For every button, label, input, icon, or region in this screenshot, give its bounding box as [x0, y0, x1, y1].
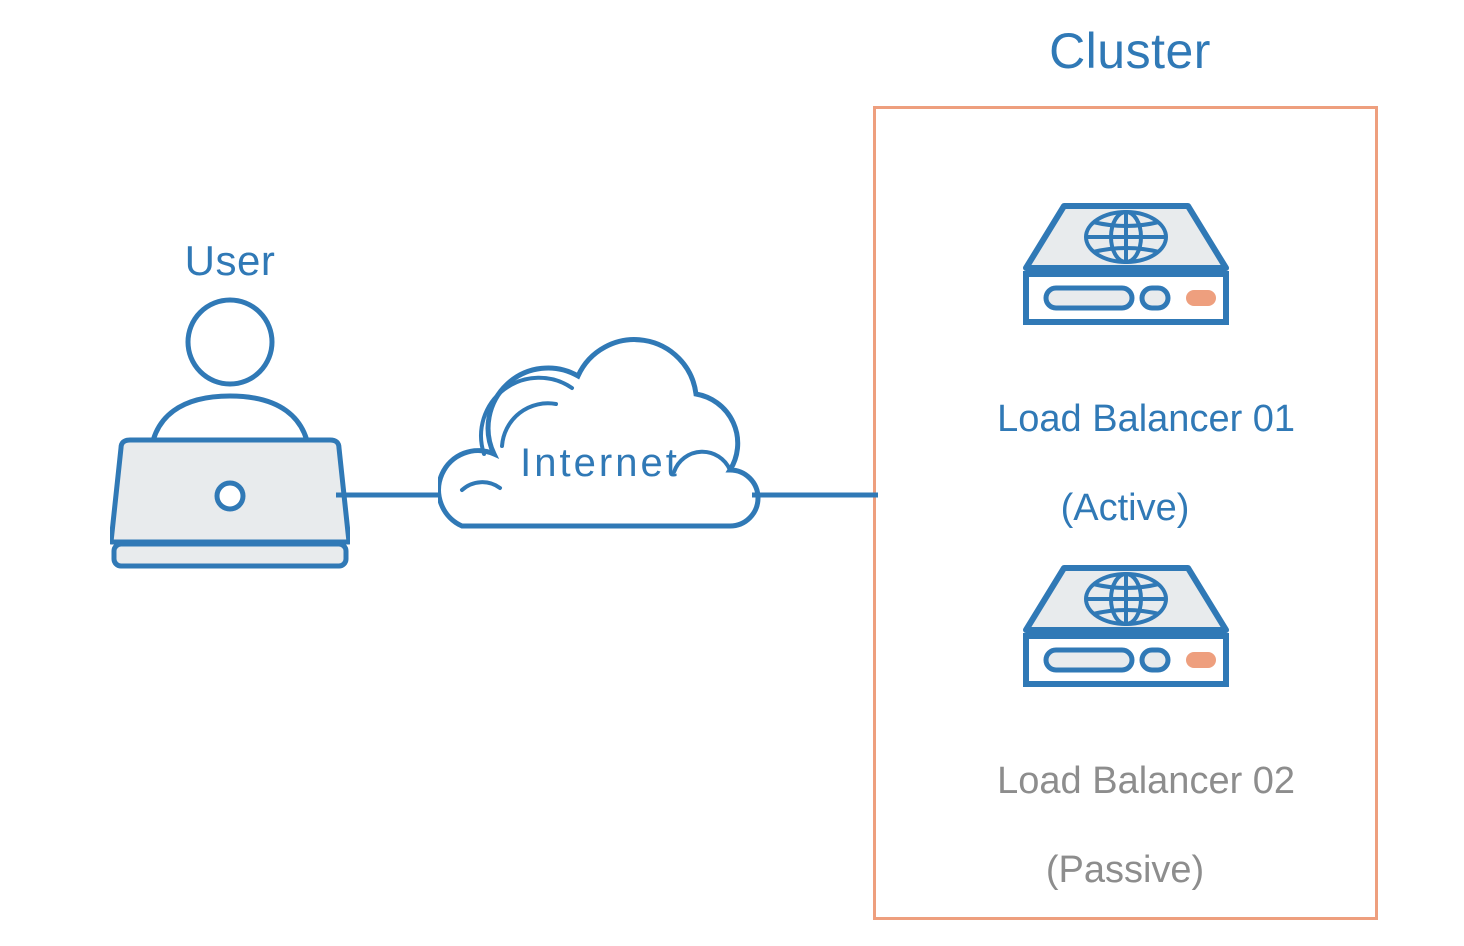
cluster-boundary-box: [873, 106, 1378, 920]
load-balancer-02-state: (Passive): [1045, 849, 1205, 892]
connection-user-to-internet: [336, 489, 452, 501]
cloud-icon: [436, 336, 768, 531]
cluster-title: Cluster: [1049, 23, 1211, 79]
user-label: User: [184, 237, 276, 284]
connection-internet-to-cluster: [752, 489, 878, 501]
load-balancer-02-name: Load Balancer 02: [997, 759, 1296, 802]
load-balancer-02-label: Load Balancer 02 (Passive): [900, 714, 1350, 946]
load-balancer-01-state: (Active): [1060, 487, 1190, 530]
user-laptop-icon: [108, 296, 352, 571]
load-balancer-01-icon: [1020, 200, 1232, 328]
load-balancer-01-name: Load Balancer 01: [997, 397, 1296, 440]
load-balancer-02-icon: [1020, 562, 1232, 690]
internet-label: Internet: [520, 441, 680, 485]
load-balancer-01-label: Load Balancer 01 (Active): [900, 352, 1350, 621]
